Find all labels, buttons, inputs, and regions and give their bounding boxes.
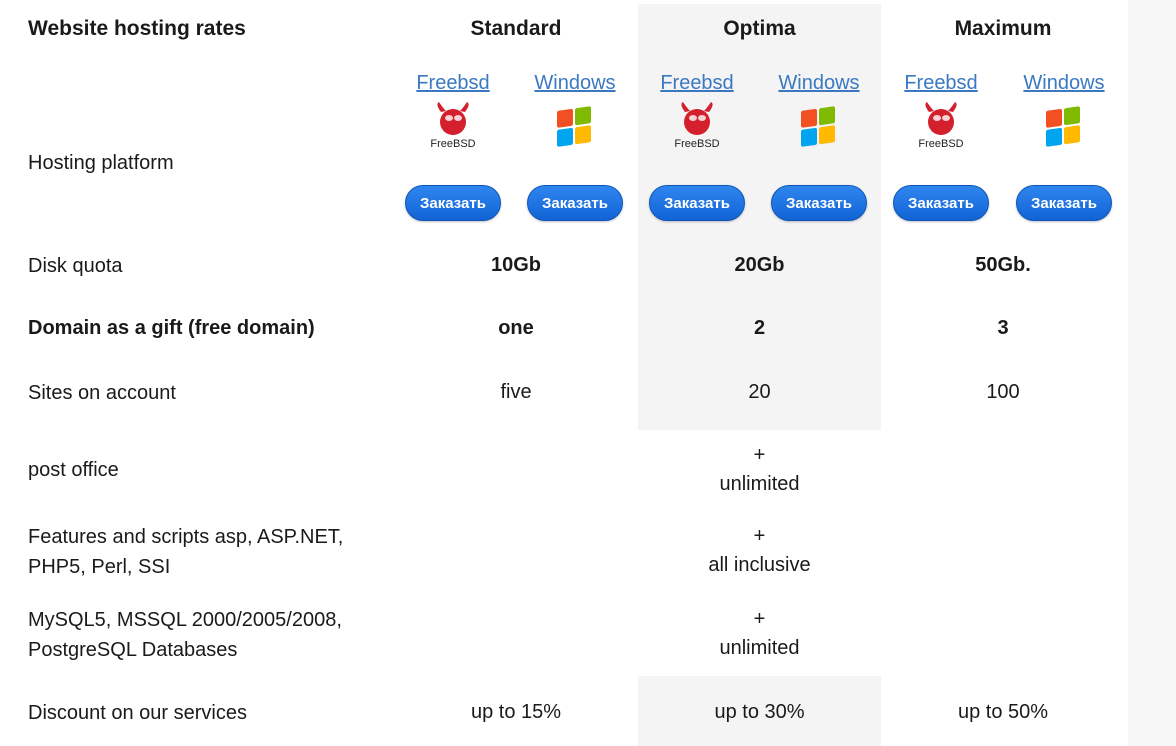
row-label-post-office: post office bbox=[28, 459, 119, 481]
post-office-value: unlimited bbox=[719, 473, 800, 495]
page-right-margin bbox=[1128, 0, 1176, 746]
row-label-hosting-platform: Hosting platform bbox=[28, 152, 174, 174]
row-label-disk-quota: Disk quota bbox=[28, 255, 123, 277]
order-button-freebsd-optima[interactable]: Заказать bbox=[649, 185, 745, 221]
windows-logo-icon bbox=[1024, 100, 1104, 160]
table-title: Website hosting rates bbox=[28, 17, 246, 40]
svg-text:FreeBSD: FreeBSD bbox=[430, 138, 475, 150]
databases-mark: + bbox=[753, 608, 766, 630]
row-label-features-line2: PHP5, Perl, SSI bbox=[28, 556, 171, 578]
free-domain-standard: one bbox=[498, 317, 534, 339]
order-button-windows-maximum[interactable]: Заказать bbox=[1016, 185, 1112, 221]
row-label-databases-line1: MySQL5, MSSQL 2000/2005/2008, bbox=[28, 609, 342, 631]
svg-text:FreeBSD: FreeBSD bbox=[674, 138, 719, 150]
disk-quota-optima: 20Gb bbox=[734, 254, 785, 276]
os-link-windows-standard[interactable]: Windows bbox=[534, 72, 616, 94]
optima-discount-highlight bbox=[638, 676, 881, 746]
discount-standard: up to 15% bbox=[470, 701, 562, 723]
sites-standard: five bbox=[500, 381, 532, 403]
os-link-windows-maximum[interactable]: Windows bbox=[1023, 72, 1105, 94]
svg-text:FreeBSD: FreeBSD bbox=[918, 138, 963, 150]
features-mark: + bbox=[753, 525, 766, 547]
row-label-free-domain: Domain as a gift (free domain) bbox=[28, 317, 315, 339]
order-button-freebsd-standard[interactable]: Заказать bbox=[405, 185, 501, 221]
features-value: all inclusive bbox=[708, 554, 811, 576]
order-button-freebsd-maximum[interactable]: Заказать bbox=[893, 185, 989, 221]
os-link-freebsd-standard[interactable]: Freebsd bbox=[416, 72, 490, 94]
free-domain-maximum: 3 bbox=[997, 317, 1009, 339]
sites-optima: 20 bbox=[748, 381, 771, 403]
plan-header-maximum: Maximum bbox=[954, 17, 1052, 40]
order-button-windows-optima[interactable]: Заказать bbox=[771, 185, 867, 221]
disk-quota-standard: 10Gb bbox=[490, 254, 542, 276]
disk-quota-maximum: 50Gb. bbox=[975, 254, 1031, 276]
row-label-discount: Discount on our services bbox=[28, 702, 247, 724]
row-label-features-line1: Features and scripts asp, ASP.NET, bbox=[28, 526, 344, 548]
free-domain-optima: 2 bbox=[753, 317, 766, 339]
freebsd-logo-icon: FreeBSD bbox=[657, 100, 737, 160]
discount-maximum: up to 50% bbox=[957, 701, 1049, 723]
os-link-freebsd-optima[interactable]: Freebsd bbox=[660, 72, 734, 94]
databases-value: unlimited bbox=[719, 637, 800, 659]
windows-logo-icon bbox=[779, 100, 859, 160]
os-link-freebsd-maximum[interactable]: Freebsd bbox=[904, 72, 978, 94]
sites-maximum: 100 bbox=[986, 381, 1020, 403]
row-label-sites: Sites on account bbox=[28, 382, 176, 404]
freebsd-logo-icon: FreeBSD bbox=[413, 100, 493, 160]
plan-header-standard: Standard bbox=[470, 17, 562, 40]
order-button-windows-standard[interactable]: Заказать bbox=[527, 185, 623, 221]
windows-logo-icon bbox=[535, 100, 615, 160]
discount-optima: up to 30% bbox=[714, 701, 805, 723]
plan-header-optima: Optima bbox=[723, 17, 796, 40]
post-office-mark: + bbox=[753, 444, 766, 466]
freebsd-logo-icon: FreeBSD bbox=[901, 100, 981, 160]
os-link-windows-optima[interactable]: Windows bbox=[778, 72, 860, 94]
row-label-databases-line2: PostgreSQL Databases bbox=[28, 639, 238, 661]
